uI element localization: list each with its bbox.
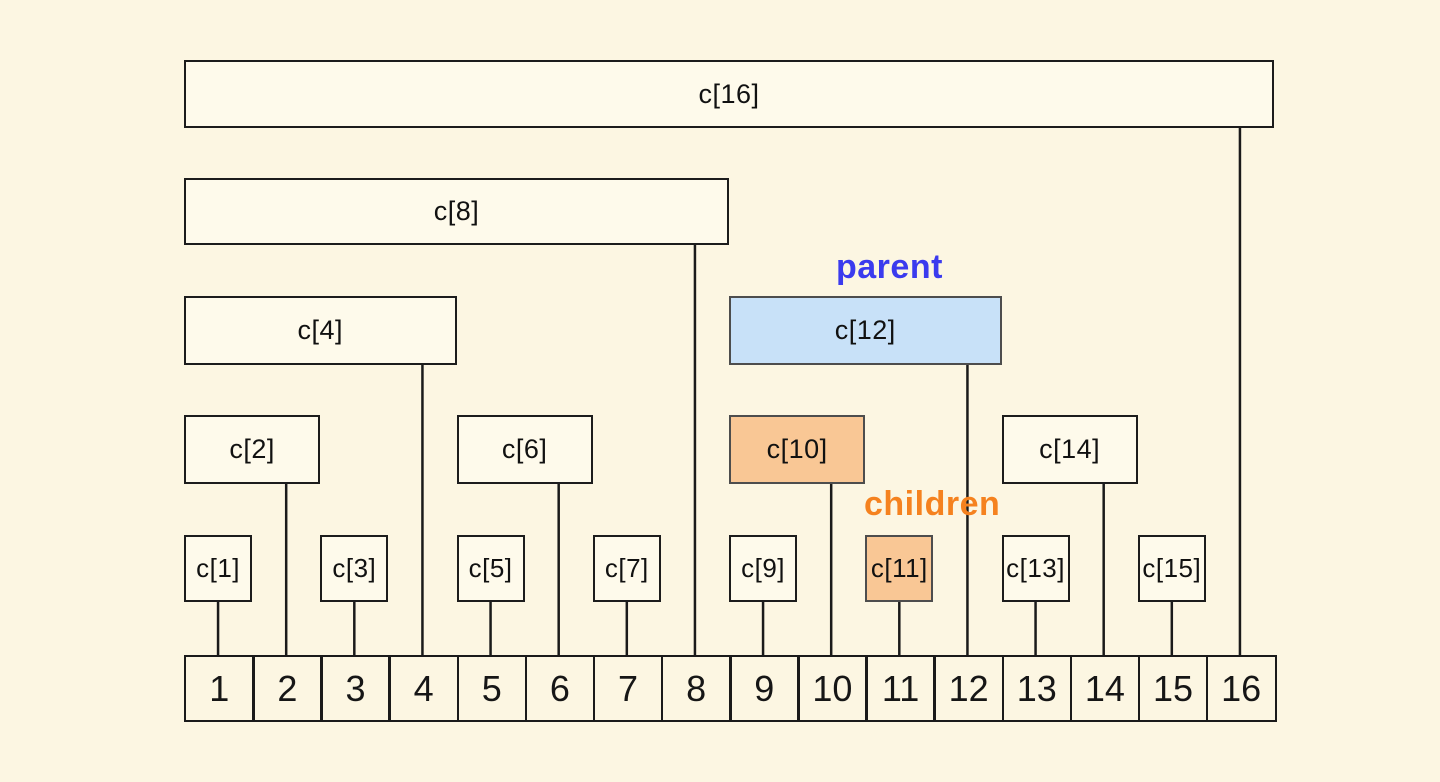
- array-cell-3: 3: [320, 655, 391, 722]
- tree-node-c14: c[14]: [1001, 415, 1138, 484]
- array-cell-16: 16: [1205, 655, 1277, 722]
- array-cell-1: 1: [184, 655, 255, 722]
- array-cell-7: 7: [592, 655, 664, 722]
- tree-node-c7: c[7]: [592, 535, 661, 602]
- array-cell-15: 15: [1137, 655, 1209, 722]
- tree-node-c9: c[9]: [729, 535, 798, 602]
- array-cell-13: 13: [1001, 655, 1073, 722]
- array-cell-9: 9: [729, 655, 800, 722]
- tree-node-c11: c[11]: [865, 535, 934, 602]
- array-cell-10: 10: [797, 655, 868, 722]
- array-cell-6: 6: [524, 655, 596, 722]
- array-cell-2: 2: [252, 655, 323, 722]
- tree-node-c3: c[3]: [320, 535, 389, 602]
- array-cell-14: 14: [1069, 655, 1141, 722]
- tree-node-c10: c[10]: [729, 415, 866, 484]
- tree-node-c2: c[2]: [184, 415, 321, 484]
- array-cell-4: 4: [388, 655, 459, 722]
- tree-node-c13: c[13]: [1001, 535, 1070, 602]
- tree-node-c8: c[8]: [184, 178, 729, 245]
- array-cell-11: 11: [865, 655, 936, 722]
- tree-node-c12: c[12]: [729, 296, 1002, 365]
- parent-label: parent: [836, 248, 943, 286]
- tree-node-c5: c[5]: [456, 535, 525, 602]
- tree-node-c4: c[4]: [184, 296, 457, 365]
- array-cell-5: 5: [456, 655, 528, 722]
- tree-node-c6: c[6]: [456, 415, 593, 484]
- children-label: children: [864, 485, 1001, 523]
- tree-node-c15: c[15]: [1137, 535, 1206, 602]
- tree-node-c1: c[1]: [184, 535, 253, 602]
- array-cell-8: 8: [660, 655, 732, 722]
- tree-node-c16: c[16]: [184, 60, 1274, 128]
- array-cell-12: 12: [933, 655, 1004, 722]
